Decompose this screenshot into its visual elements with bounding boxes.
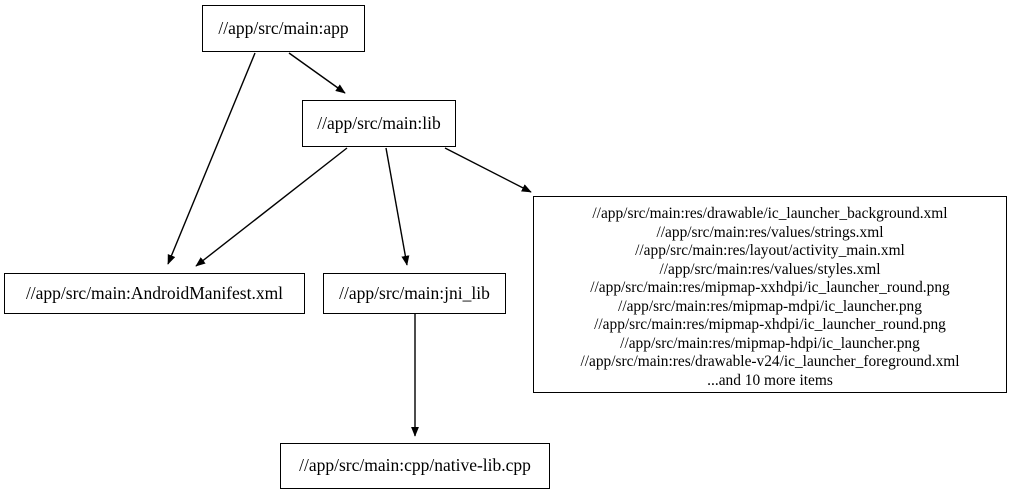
graph-node-resources[interactable]: //app/src/main:res/drawable/ic_launcher_…: [533, 196, 1007, 393]
graph-node-android-manifest[interactable]: //app/src/main:AndroidManifest.xml: [4, 273, 305, 314]
edge-lib-to-jni-lib: [385, 147, 410, 266]
graph-node-jni-lib-label: //app/src/main:jni_lib: [339, 282, 490, 303]
graph-node-jni-lib[interactable]: //app/src/main:jni_lib: [323, 273, 506, 314]
graph-node-resources-label: //app/src/main:res/drawable/ic_launcher_…: [580, 205, 960, 389]
graph-node-app-label: //app/src/main:app: [218, 17, 349, 38]
edge-lib-to-manifest: [195, 147, 348, 267]
edge-app-to-manifest: [167, 52, 256, 265]
edge-lib-to-resources: [444, 147, 532, 193]
edge-app-to-lib: [288, 52, 346, 94]
graph-node-native-lib[interactable]: //app/src/main:cpp/native-lib.cpp: [280, 443, 550, 489]
graph-node-native-lib-label: //app/src/main:cpp/native-lib.cpp: [299, 455, 531, 476]
graph-node-android-manifest-label: //app/src/main:AndroidManifest.xml: [25, 282, 284, 303]
graph-node-lib[interactable]: //app/src/main:lib: [302, 100, 456, 147]
graph-node-app[interactable]: //app/src/main:app: [202, 5, 365, 52]
graph-node-lib-label: //app/src/main:lib: [317, 112, 441, 133]
